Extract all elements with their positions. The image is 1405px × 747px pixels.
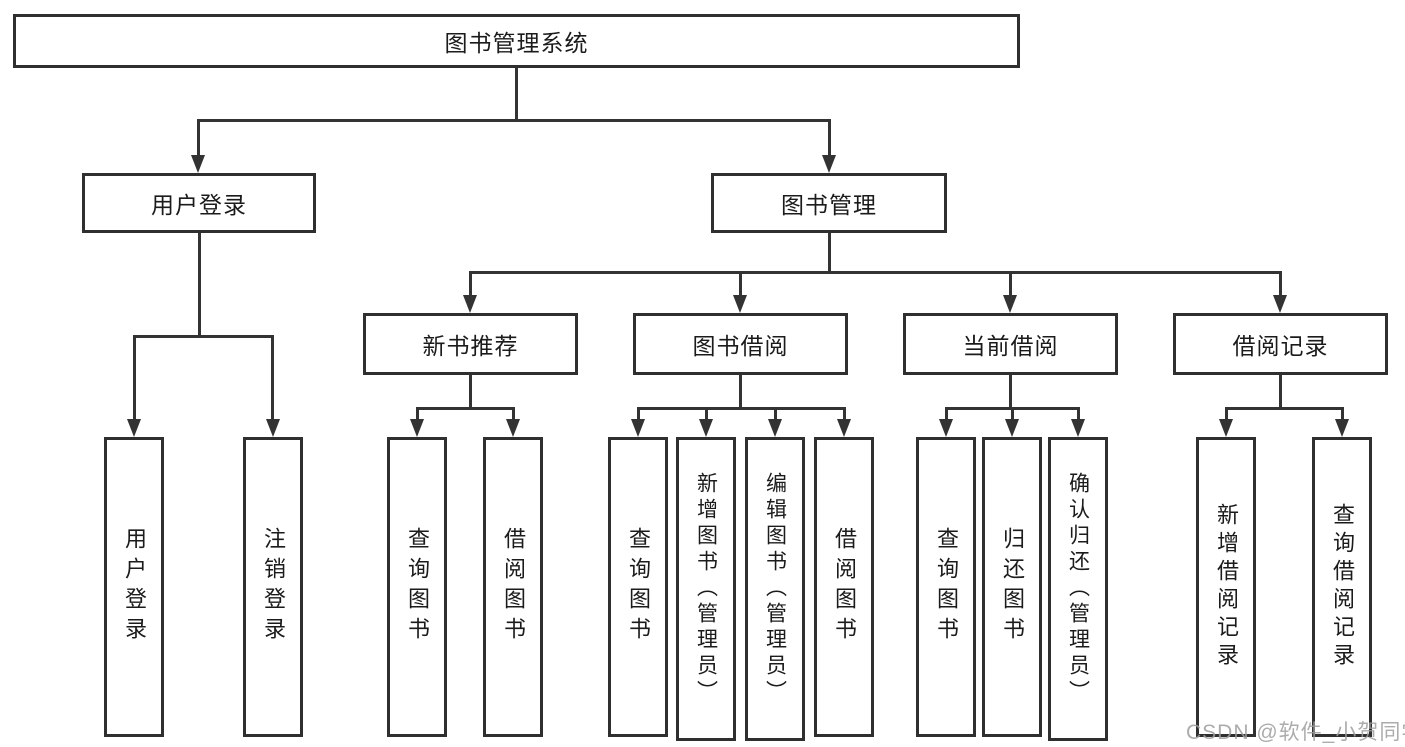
leaf-newbook-query: 查询图书: [387, 437, 447, 737]
arrow-to-leaf-current-query: [939, 419, 953, 437]
connector-to-borrowrecords: [1279, 271, 1282, 297]
connector-userlogin-to-login: [133, 335, 136, 421]
leaf-record-add-label: 新增借阅记录: [1214, 503, 1239, 671]
node-root-label: 图书管理系统: [444, 30, 589, 56]
leaf-logout-label: 注销登录: [261, 527, 286, 647]
node-new-book-recommend: 新书推荐: [363, 313, 578, 375]
arrow-to-leaf-borrow-add: [699, 419, 713, 437]
csdn-watermark: CSDN @软件_小贺同学: [1186, 721, 1405, 744]
leaf-borrow-borrow: 借阅图书: [814, 437, 874, 737]
connector-userlogin-stem: [198, 233, 201, 337]
connector-to-newbook: [469, 271, 472, 297]
leaf-user-login: 用户登录: [104, 437, 164, 737]
arrow-to-leaf-newbook-query: [410, 419, 424, 437]
connector-borrowrecords-d2: [1341, 407, 1344, 421]
node-borrow-records: 借阅记录: [1173, 313, 1388, 375]
leaf-newbook-query-label: 查询图书: [405, 527, 430, 647]
node-user-login-label: 用户登录: [151, 192, 247, 218]
arrow-to-borrow-records: [1273, 295, 1287, 313]
node-new-book-recommend-label: 新书推荐: [422, 333, 519, 359]
connector-newbook-d1: [416, 407, 419, 421]
arrow-to-book-management: [822, 155, 836, 173]
connector-bookborrow-d1: [637, 407, 640, 421]
node-borrow-records-label: 借阅记录: [1232, 333, 1329, 359]
leaf-borrow-add-label: 新增图书（管理员）: [694, 472, 718, 706]
leaf-borrow-query-label: 查询图书: [626, 527, 651, 647]
arrow-to-leaf-logout: [266, 419, 280, 437]
arrow-to-leaf-record-query: [1335, 419, 1349, 437]
node-book-borrow: 图书借阅: [633, 313, 848, 375]
connector-newbook-d2: [512, 407, 515, 421]
connector-borrowrecords-split: [1225, 407, 1344, 410]
arrow-to-leaf-current-confirm: [1071, 419, 1085, 437]
leaf-user-login-label: 用户登录: [122, 527, 147, 647]
arrow-to-leaf-record-add: [1219, 419, 1233, 437]
leaf-current-return: 归还图书: [982, 437, 1042, 737]
connector-bookborrow-split: [637, 407, 846, 410]
arrow-to-book-borrow: [733, 295, 747, 313]
leaf-record-add: 新增借阅记录: [1196, 437, 1256, 737]
leaf-borrow-edit: 编辑图书（管理员）: [745, 437, 805, 741]
connector-bookborrow-d4: [843, 407, 846, 421]
arrow-to-leaf-borrow-query: [631, 419, 645, 437]
arrow-to-current-borrow: [1003, 295, 1017, 313]
connector-userlogin-split: [133, 335, 274, 338]
arrow-to-user-login: [191, 155, 205, 173]
node-root: 图书管理系统: [13, 14, 1020, 68]
arrow-to-leaf-user-login: [127, 419, 141, 437]
leaf-newbook-borrow: 借阅图书: [483, 437, 543, 737]
leaf-current-query: 查询图书: [916, 437, 976, 737]
connector-currentborrow-d2: [1011, 407, 1014, 421]
connector-bookmgmt-stem: [828, 233, 831, 273]
node-book-borrow-label: 图书借阅: [692, 333, 789, 359]
leaf-current-confirm: 确认归还（管理员）: [1048, 437, 1108, 741]
connector-newbook-stem: [469, 375, 472, 409]
connector-bookborrow-d2: [705, 407, 708, 421]
connector-root-stem: [515, 68, 518, 121]
node-book-management: 图书管理: [711, 173, 947, 233]
node-book-management-label: 图书管理: [781, 192, 877, 218]
arrow-to-leaf-newbook-borrow: [506, 419, 520, 437]
leaf-logout: 注销登录: [243, 437, 303, 737]
connector-currentborrow-d3: [1077, 407, 1080, 421]
leaf-current-confirm-label: 确认归还（管理员）: [1066, 472, 1090, 706]
connector-to-currentborrow: [1009, 271, 1012, 297]
connector-currentborrow-d1: [945, 407, 948, 421]
leaf-record-query: 查询借阅记录: [1312, 437, 1372, 737]
node-user-login: 用户登录: [82, 173, 316, 233]
leaf-newbook-borrow-label: 借阅图书: [501, 527, 526, 647]
connector-bookborrow-d3: [774, 407, 777, 421]
arrow-to-leaf-borrow-edit: [768, 419, 782, 437]
connector-root-split: [197, 119, 831, 122]
leaf-borrow-borrow-label: 借阅图书: [832, 527, 857, 647]
connector-borrowrecords-d1: [1225, 407, 1228, 421]
leaf-borrow-add: 新增图书（管理员）: [676, 437, 736, 741]
leaf-borrow-query: 查询图书: [608, 437, 668, 737]
arrow-to-leaf-current-return: [1005, 419, 1019, 437]
leaf-current-return-label: 归还图书: [1000, 527, 1025, 647]
connector-borrowrecords-stem: [1279, 375, 1282, 409]
connector-currentborrow-stem: [1009, 375, 1012, 409]
leaf-borrow-edit-label: 编辑图书（管理员）: [763, 472, 787, 706]
leaf-current-query-label: 查询图书: [934, 527, 959, 647]
connector-root-to-userlogin: [197, 119, 200, 159]
connector-userlogin-to-logout: [271, 335, 274, 421]
node-current-borrow: 当前借阅: [903, 313, 1118, 375]
connector-bookmgmt-split: [469, 271, 1282, 274]
arrow-to-new-book-recommend: [463, 295, 477, 313]
connector-to-bookborrow: [739, 271, 742, 297]
leaf-record-query-label: 查询借阅记录: [1330, 503, 1355, 671]
arrow-to-leaf-borrow-borrow: [837, 419, 851, 437]
connector-bookborrow-stem: [739, 375, 742, 409]
connector-root-to-bookmgmt: [828, 119, 831, 159]
connector-newbook-split: [416, 407, 515, 410]
node-current-borrow-label: 当前借阅: [962, 333, 1059, 359]
